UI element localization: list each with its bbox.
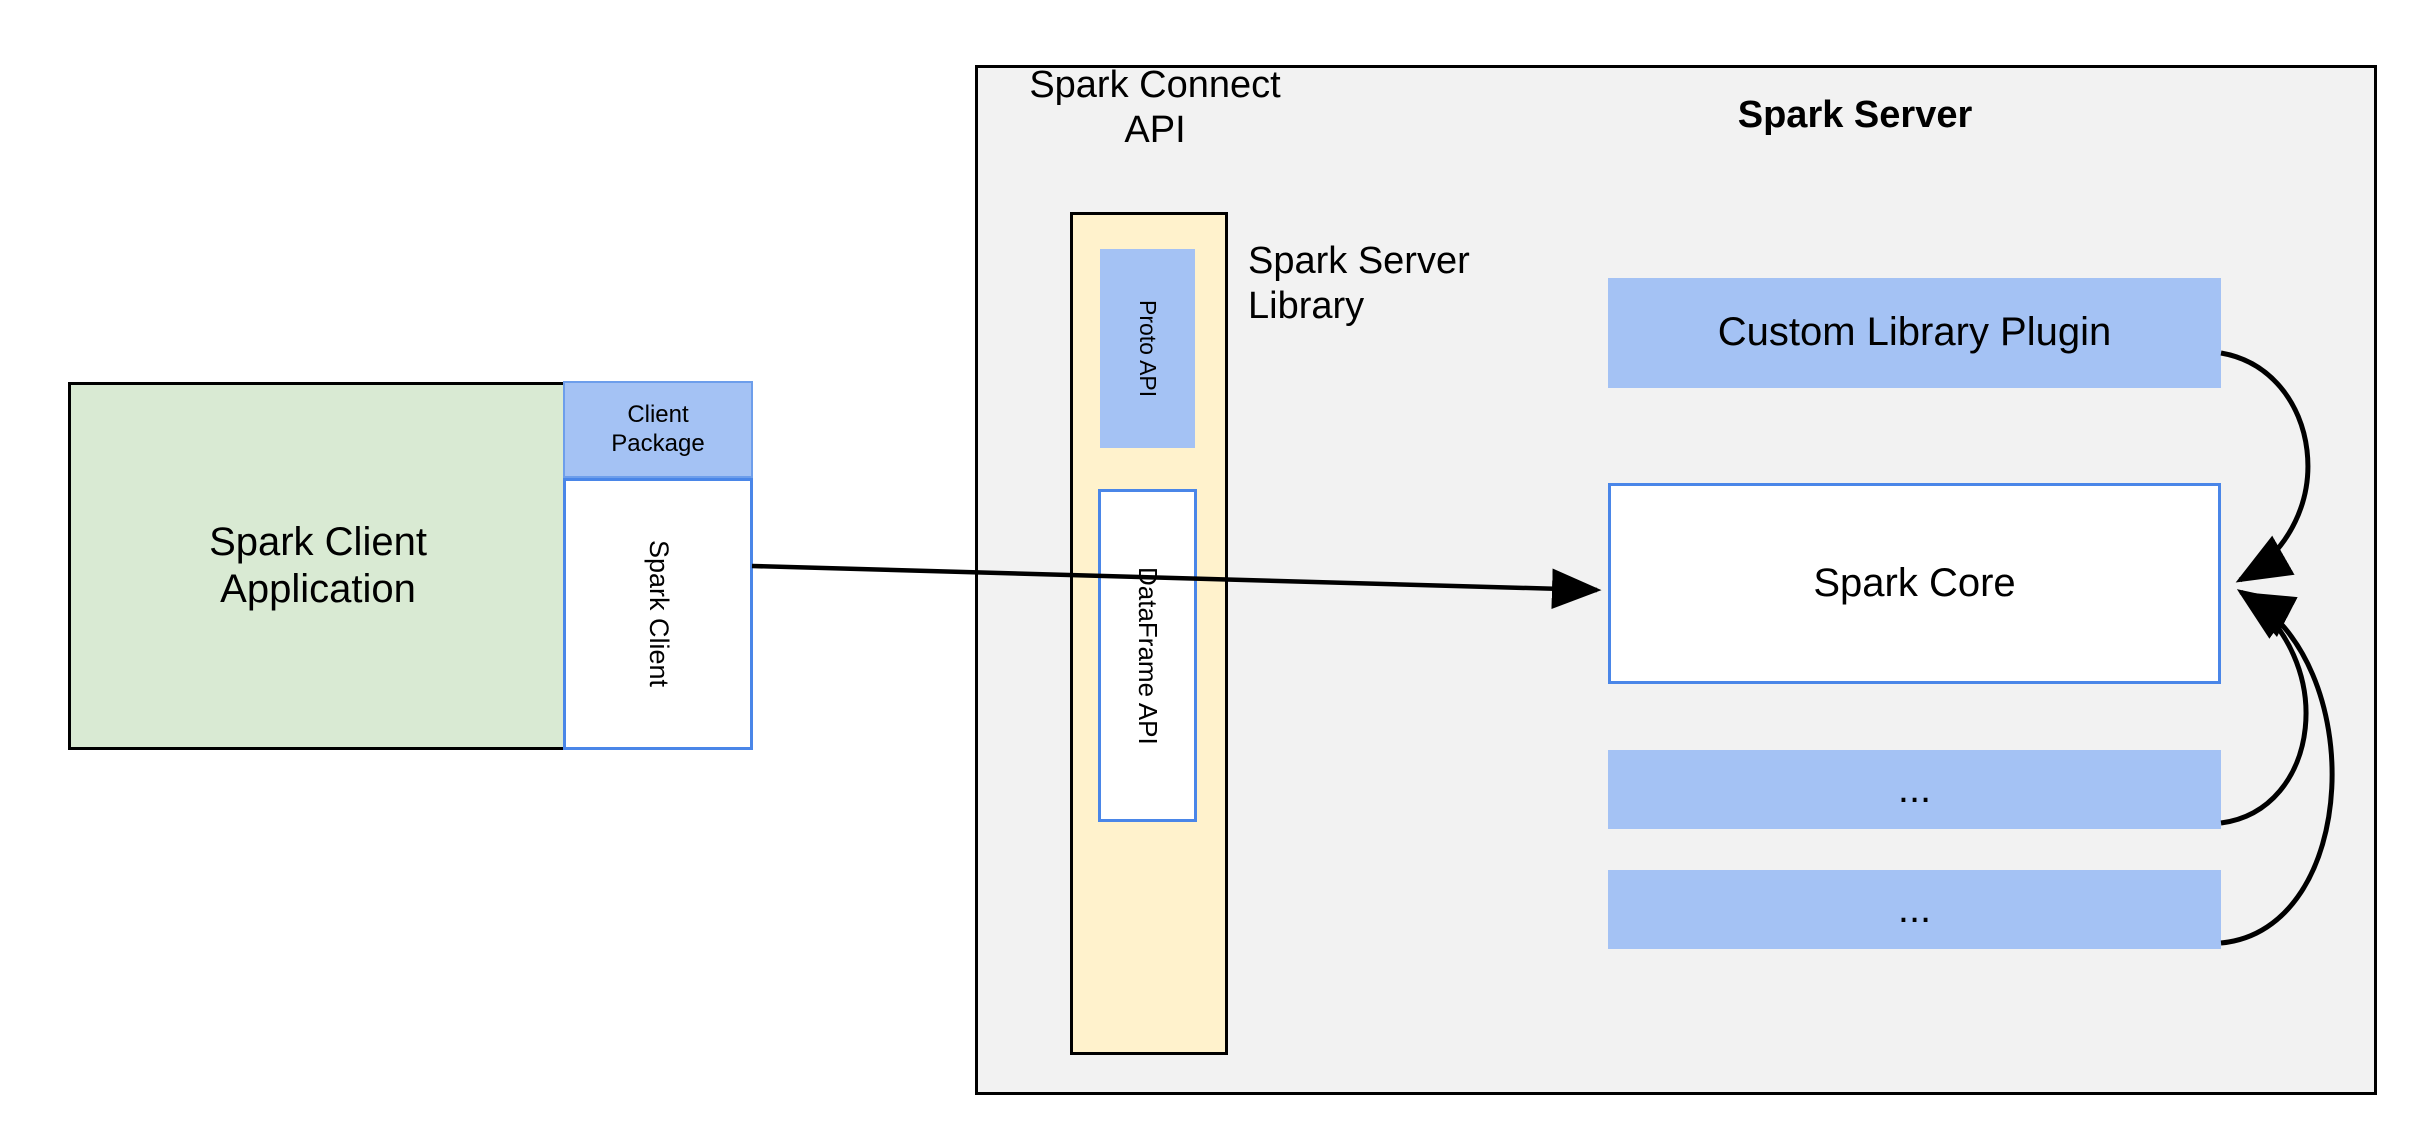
proto-api-label: Proto API	[1135, 299, 1162, 398]
spark-server-title: Spark Server	[1737, 93, 1973, 136]
dataframe-api-box: DataFrame API	[1098, 489, 1197, 822]
spark-core-box: Spark Core	[1608, 483, 2221, 684]
client-package-box: Client Package	[563, 381, 753, 478]
ellipsis-box-two: ...	[1608, 870, 2221, 949]
proto-api-box: Proto API	[1100, 249, 1195, 448]
custom-library-plugin-box: Custom Library Plugin	[1608, 278, 2221, 388]
spark-client-box: Spark Client	[563, 478, 753, 750]
spark-server-library-label: Spark Server Library	[1248, 240, 1470, 327]
ellipsis-box-one: ...	[1608, 750, 2221, 829]
spark-connect-api-label: Spark Connect API	[1029, 64, 1281, 151]
spark-client-application-box: Spark Client Application	[68, 382, 568, 750]
spark-client-label: Spark Client	[643, 540, 674, 688]
dataframe-api-label: DataFrame API	[1132, 566, 1163, 745]
